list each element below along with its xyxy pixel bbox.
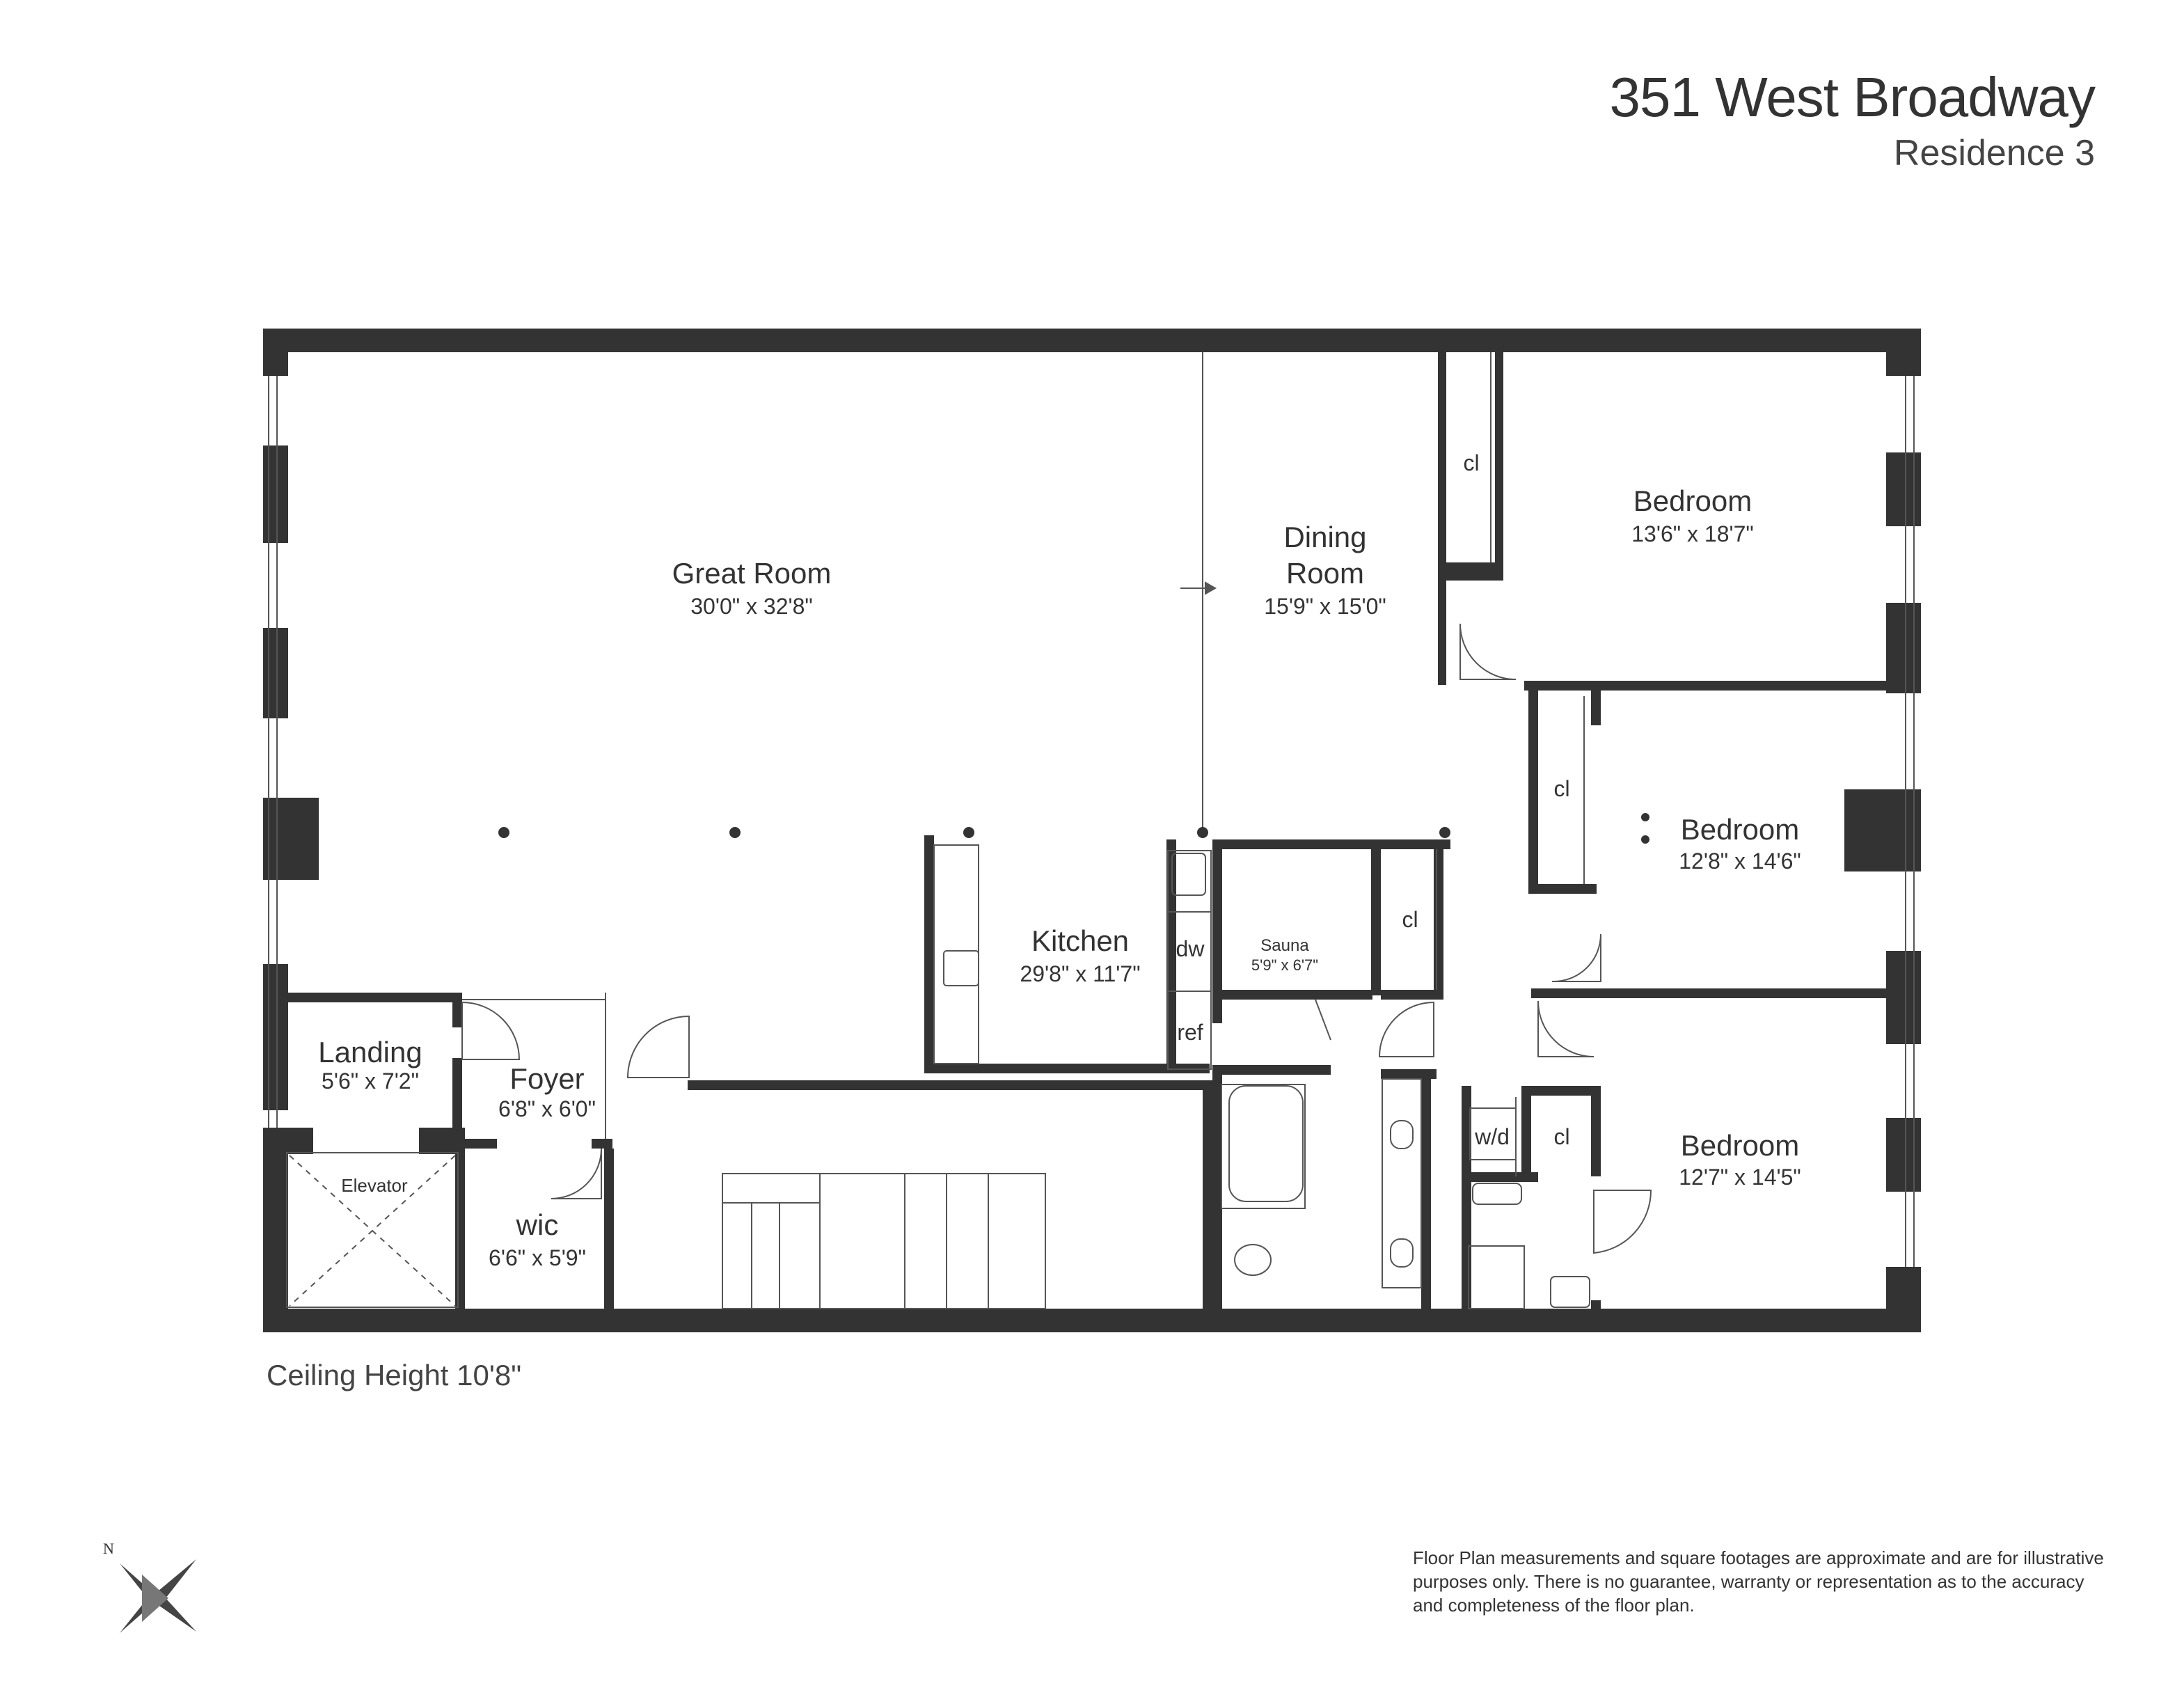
foyer-label: Foyer — [509, 1062, 584, 1095]
compass-north-label: N — [103, 1540, 114, 1557]
wic-label: wic — [516, 1208, 559, 1241]
closet-label-1: cl — [1463, 450, 1479, 475]
great-room-label: Great Room — [672, 557, 832, 590]
bedroom-3-label: Bedroom — [1681, 1129, 1799, 1162]
columns — [498, 813, 1649, 844]
dining-room-label-line2: Room — [1286, 557, 1364, 590]
bedroom-2-dims: 12'8" x 14'6" — [1679, 849, 1801, 874]
interior-walls — [263, 352, 1886, 1309]
address-title: 351 West Broadway — [1609, 66, 2096, 128]
refrigerator-label: ref — [1177, 1020, 1203, 1045]
compass-rose — [120, 1559, 196, 1633]
bedroom-1-dims: 13'6" x 18'7" — [1631, 521, 1754, 546]
window-lines — [268, 376, 1915, 1267]
dining-room-dims: 15'9" x 15'0" — [1264, 594, 1386, 619]
wic-dims: 6'6" x 5'9" — [489, 1245, 586, 1270]
closet-label-4: cl — [1553, 1124, 1569, 1149]
sauna-dims: 5'9" x 6'7" — [1251, 956, 1318, 974]
disclaimer-text: Floor Plan measurements and square foota… — [1413, 1547, 2104, 1616]
washer-dryer-label: w/d — [1474, 1124, 1510, 1149]
stairs — [722, 1173, 1046, 1309]
door-swings — [461, 623, 1652, 1254]
dining-room-label-line1: Dining — [1283, 521, 1366, 553]
foyer-dims: 6'8" x 6'0" — [498, 1096, 596, 1121]
bedroom-2-label: Bedroom — [1681, 813, 1799, 846]
bedroom-1-label: Bedroom — [1633, 484, 1752, 517]
landing-dims: 5'6" x 7'2" — [322, 1068, 419, 1094]
fixtures — [943, 853, 1590, 1309]
title-block: 351 West Broadway Residence 3 — [1609, 66, 2096, 173]
bedroom-3-dims: 12'7" x 14'5" — [1679, 1165, 1801, 1190]
closet-label-2: cl — [1553, 776, 1569, 801]
fixture-labels: cl cl cl cl dw ref w/d — [1176, 450, 1570, 1149]
ceiling-height-note: Ceiling Height 10'8" — [267, 1359, 522, 1391]
elevator-label: Elevator — [341, 1175, 408, 1196]
room-labels: Great Room 30'0" x 32'8" Dining Room 15'… — [318, 484, 1801, 1270]
residence-subtitle: Residence 3 — [1893, 133, 2095, 173]
thin-lines — [286, 352, 1585, 1308]
sauna-label: Sauna — [1260, 936, 1309, 955]
dishwasher-label: dw — [1176, 936, 1205, 961]
exterior-walls — [263, 329, 1921, 1332]
kitchen-dims: 29'8" x 11'7" — [1020, 961, 1140, 986]
kitchen-label: Kitchen — [1031, 924, 1129, 957]
landing-label: Landing — [318, 1036, 422, 1068]
great-room-dims: 30'0" x 32'8" — [690, 594, 813, 619]
closet-label-3: cl — [1402, 907, 1418, 932]
